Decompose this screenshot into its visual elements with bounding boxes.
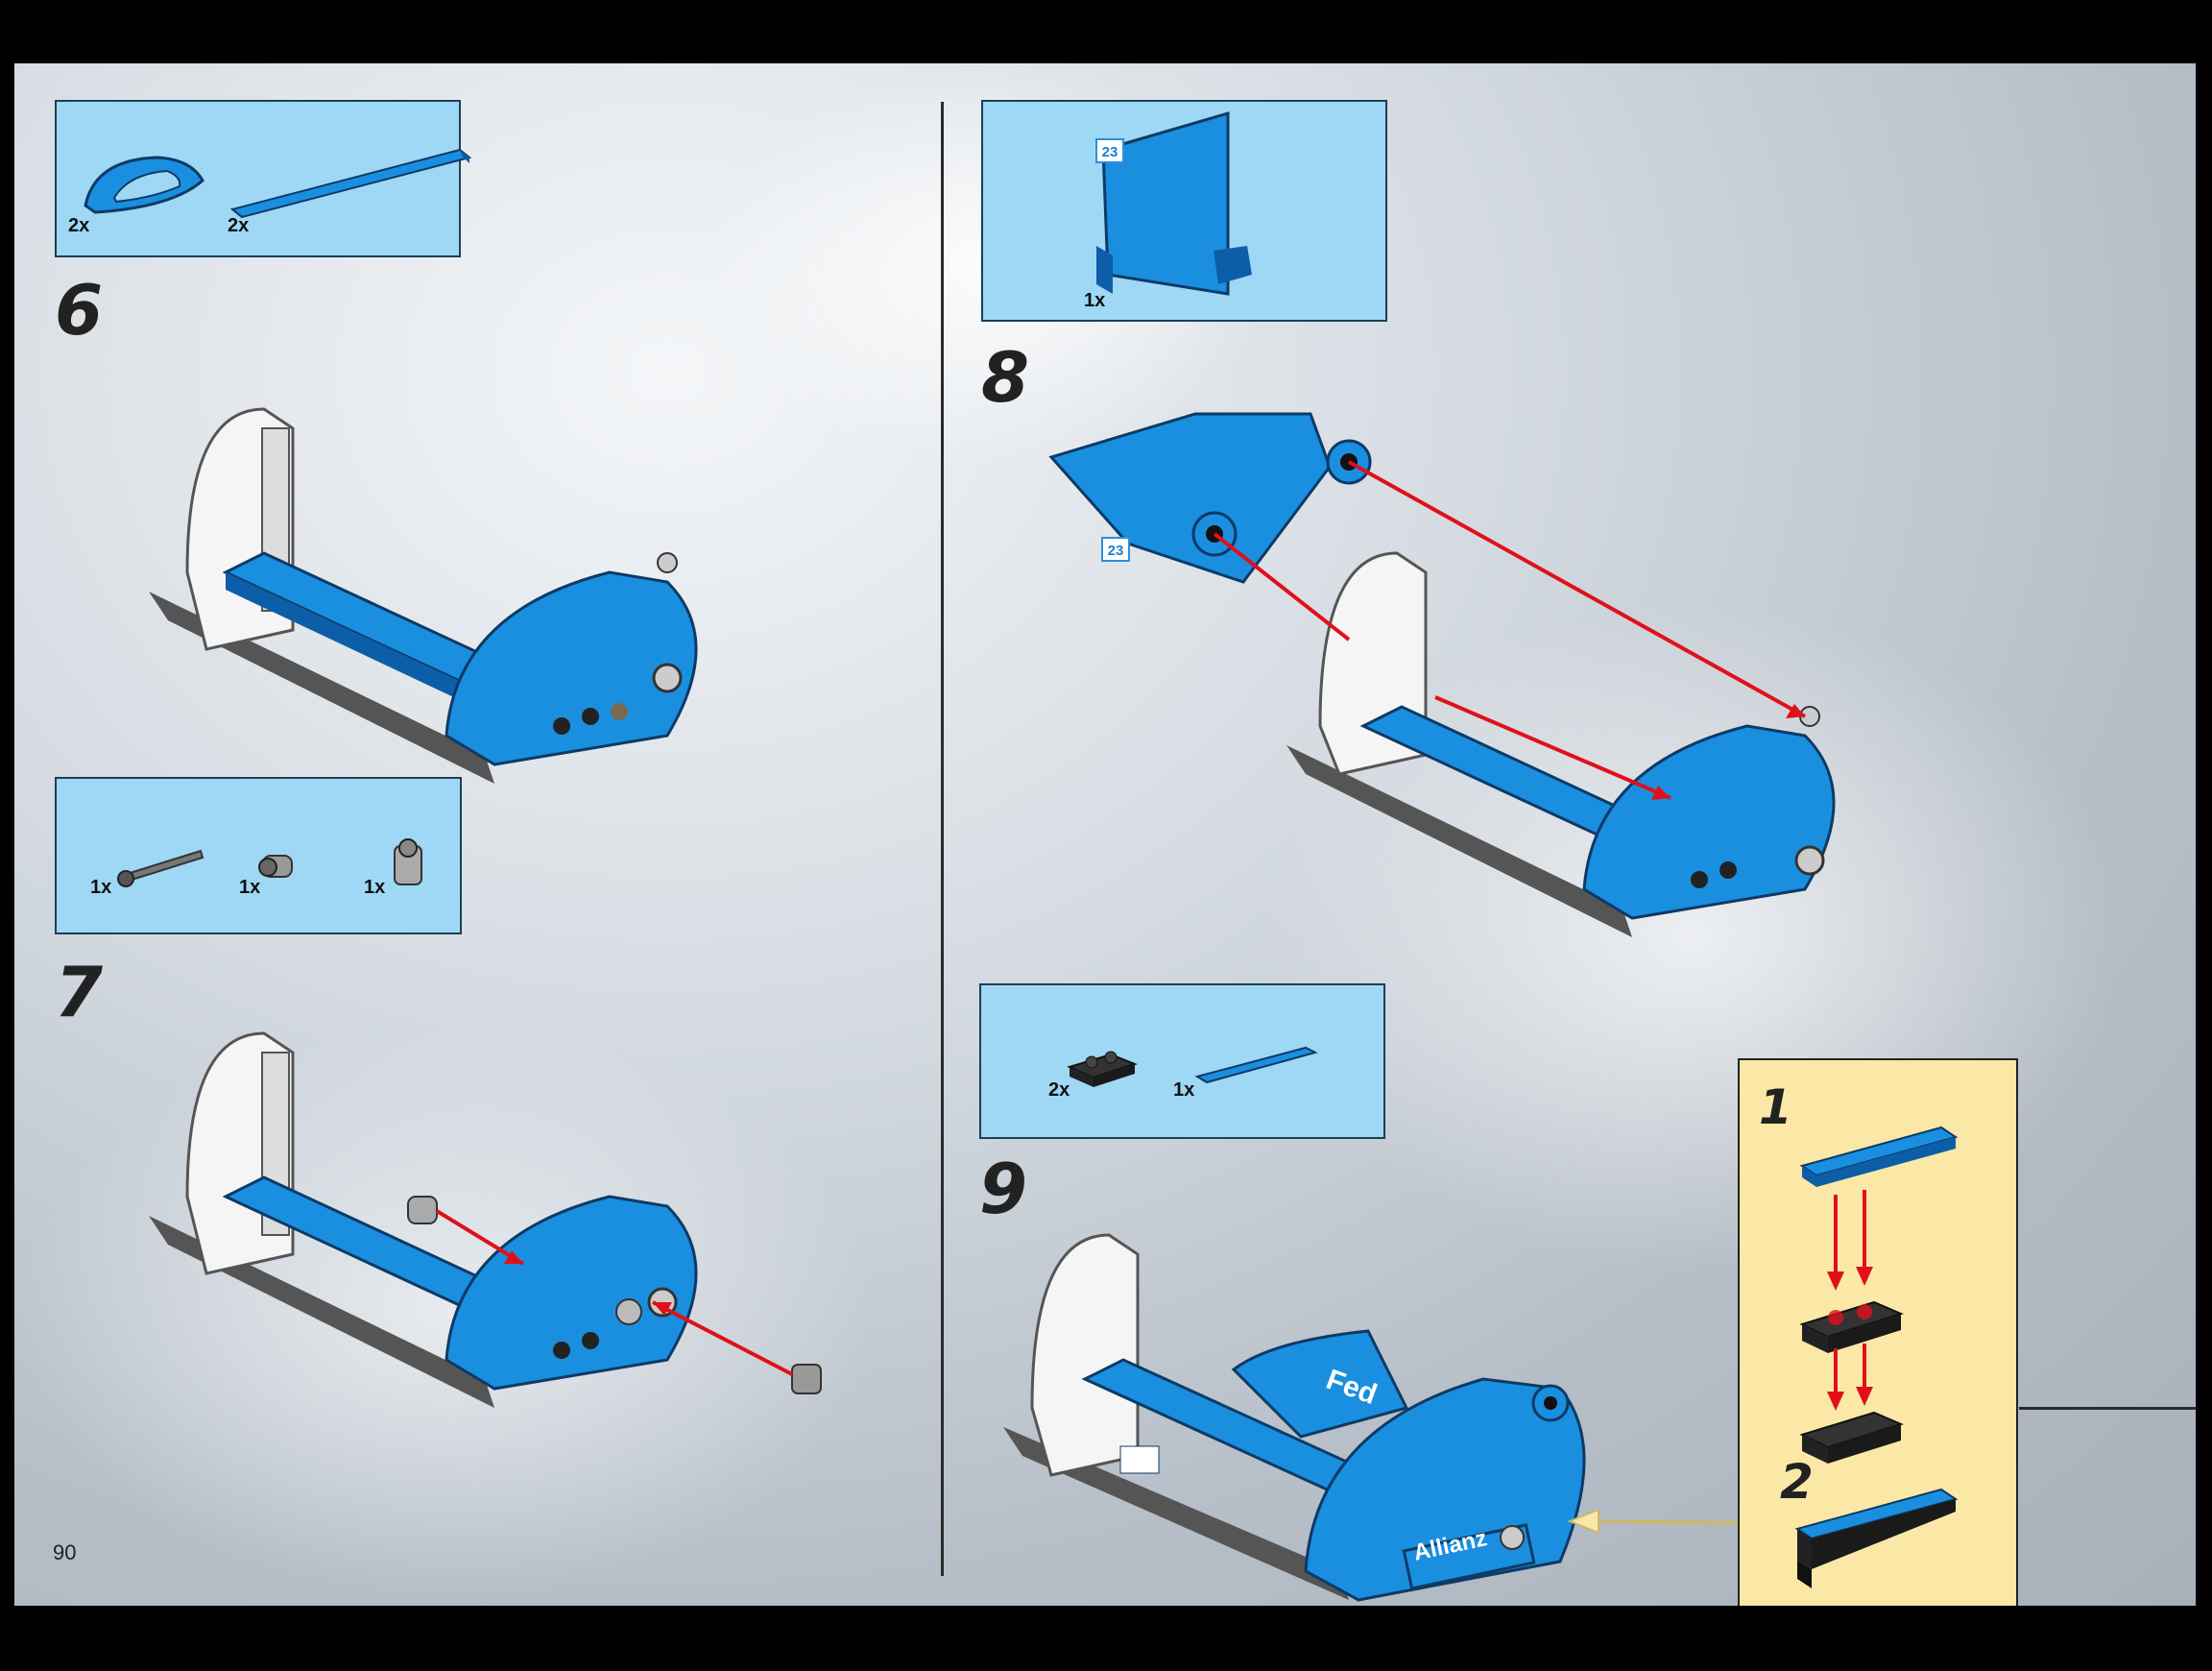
decal-tag: 23 — [1095, 138, 1124, 163]
parts-illustration — [84, 148, 472, 219]
parts-box-step-6: 2x 2x — [55, 100, 472, 257]
parts-box-step-8: 23 1x — [981, 100, 1387, 322]
parts-illustration — [1096, 110, 1252, 296]
background-glow — [14, 1024, 878, 1600]
part-quantity: 2x — [68, 215, 90, 236]
instruction-page: 2x 2x 6 1x 1x 1x 7 — [14, 63, 2196, 1606]
step-number: 6 — [55, 270, 103, 351]
callout-connector-line — [2019, 1407, 2196, 1410]
substep-number: 2 — [1780, 1454, 1814, 1510]
step-9-model — [1003, 1233, 1586, 1602]
part-quantity: 1x — [364, 877, 386, 898]
step-number: 9 — [979, 1149, 1027, 1229]
part-quantity: 2x — [228, 215, 250, 236]
part-quantity: 1x — [239, 877, 261, 898]
parts-box-step-9: 2x 1x — [979, 983, 1385, 1139]
parts-illustration — [117, 838, 422, 887]
parts-box-step-7: 1x 1x 1x — [55, 777, 462, 934]
subassembly-illustration — [1794, 1126, 1959, 1588]
column-divider — [941, 102, 944, 1576]
step-number: 8 — [981, 337, 1029, 418]
part-quantity: 1x — [1084, 290, 1106, 311]
part-quantity: 2x — [1048, 1079, 1070, 1101]
page-number: 90 — [53, 1540, 77, 1564]
part-quantity: 1x — [90, 877, 112, 898]
step-8-model — [1048, 412, 1836, 937]
callout-pointer-arrow — [1567, 1508, 1739, 1535]
decal-tag: 23 — [1101, 537, 1130, 562]
parts-illustration — [1067, 1046, 1318, 1087]
step-7-model — [149, 1031, 822, 1408]
step-number: 7 — [55, 952, 103, 1032]
step-6-model — [149, 407, 698, 784]
subassembly-callout: 1 2 — [1738, 1058, 2018, 1606]
substep-number: 1 — [1759, 1079, 1792, 1135]
part-quantity: 1x — [1173, 1079, 1195, 1101]
